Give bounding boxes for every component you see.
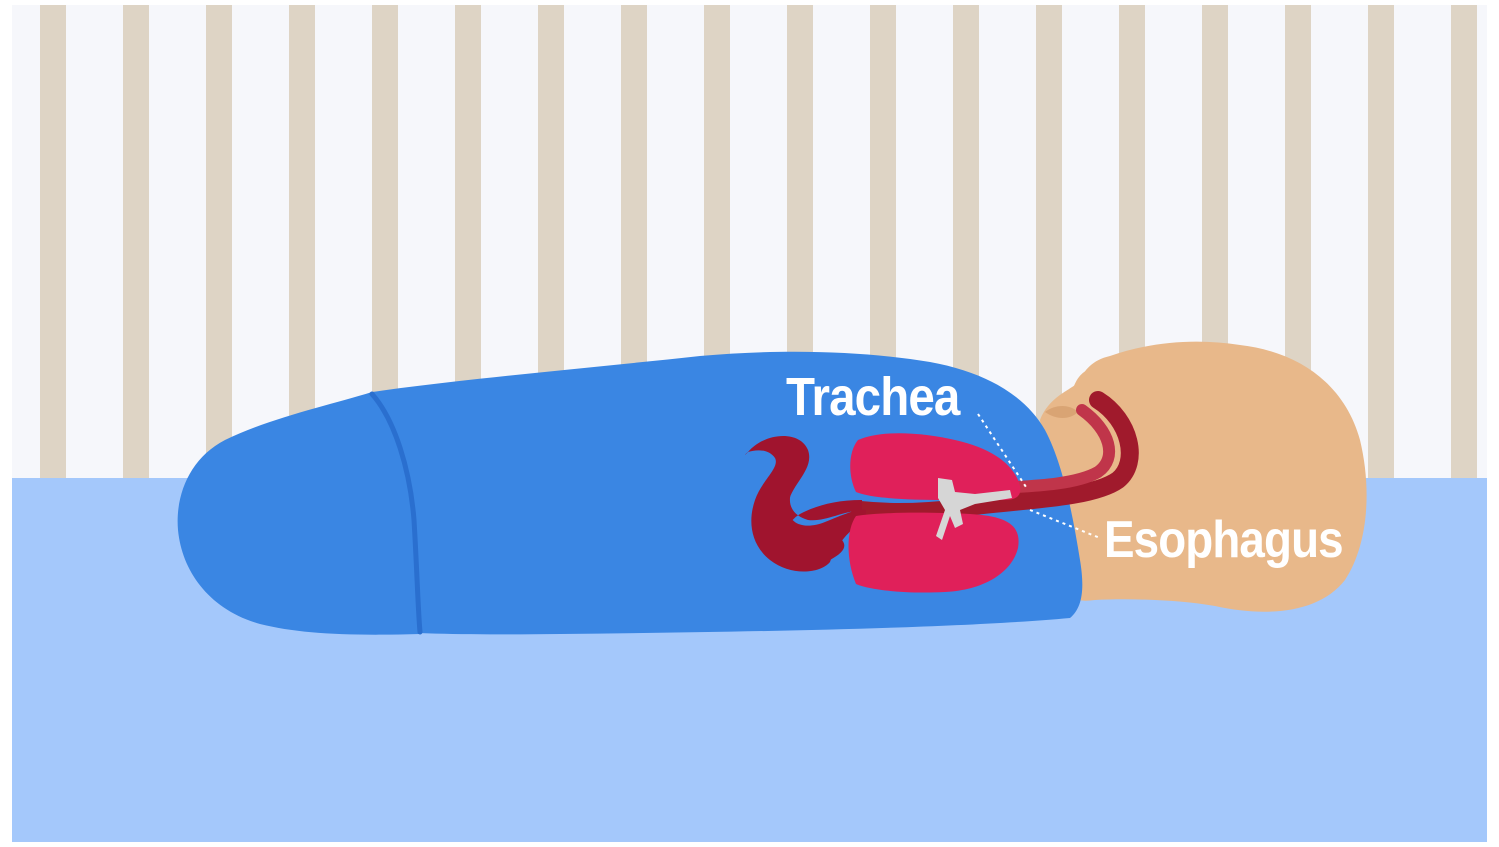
crib-bar (1368, 5, 1394, 485)
esophagus-label: Esophagus (1104, 510, 1343, 570)
crib-bar (123, 5, 149, 485)
crib-bar (40, 5, 66, 485)
crib-bar (1451, 5, 1477, 485)
crib-bar (206, 5, 232, 485)
trachea-label: Trachea (786, 366, 959, 428)
